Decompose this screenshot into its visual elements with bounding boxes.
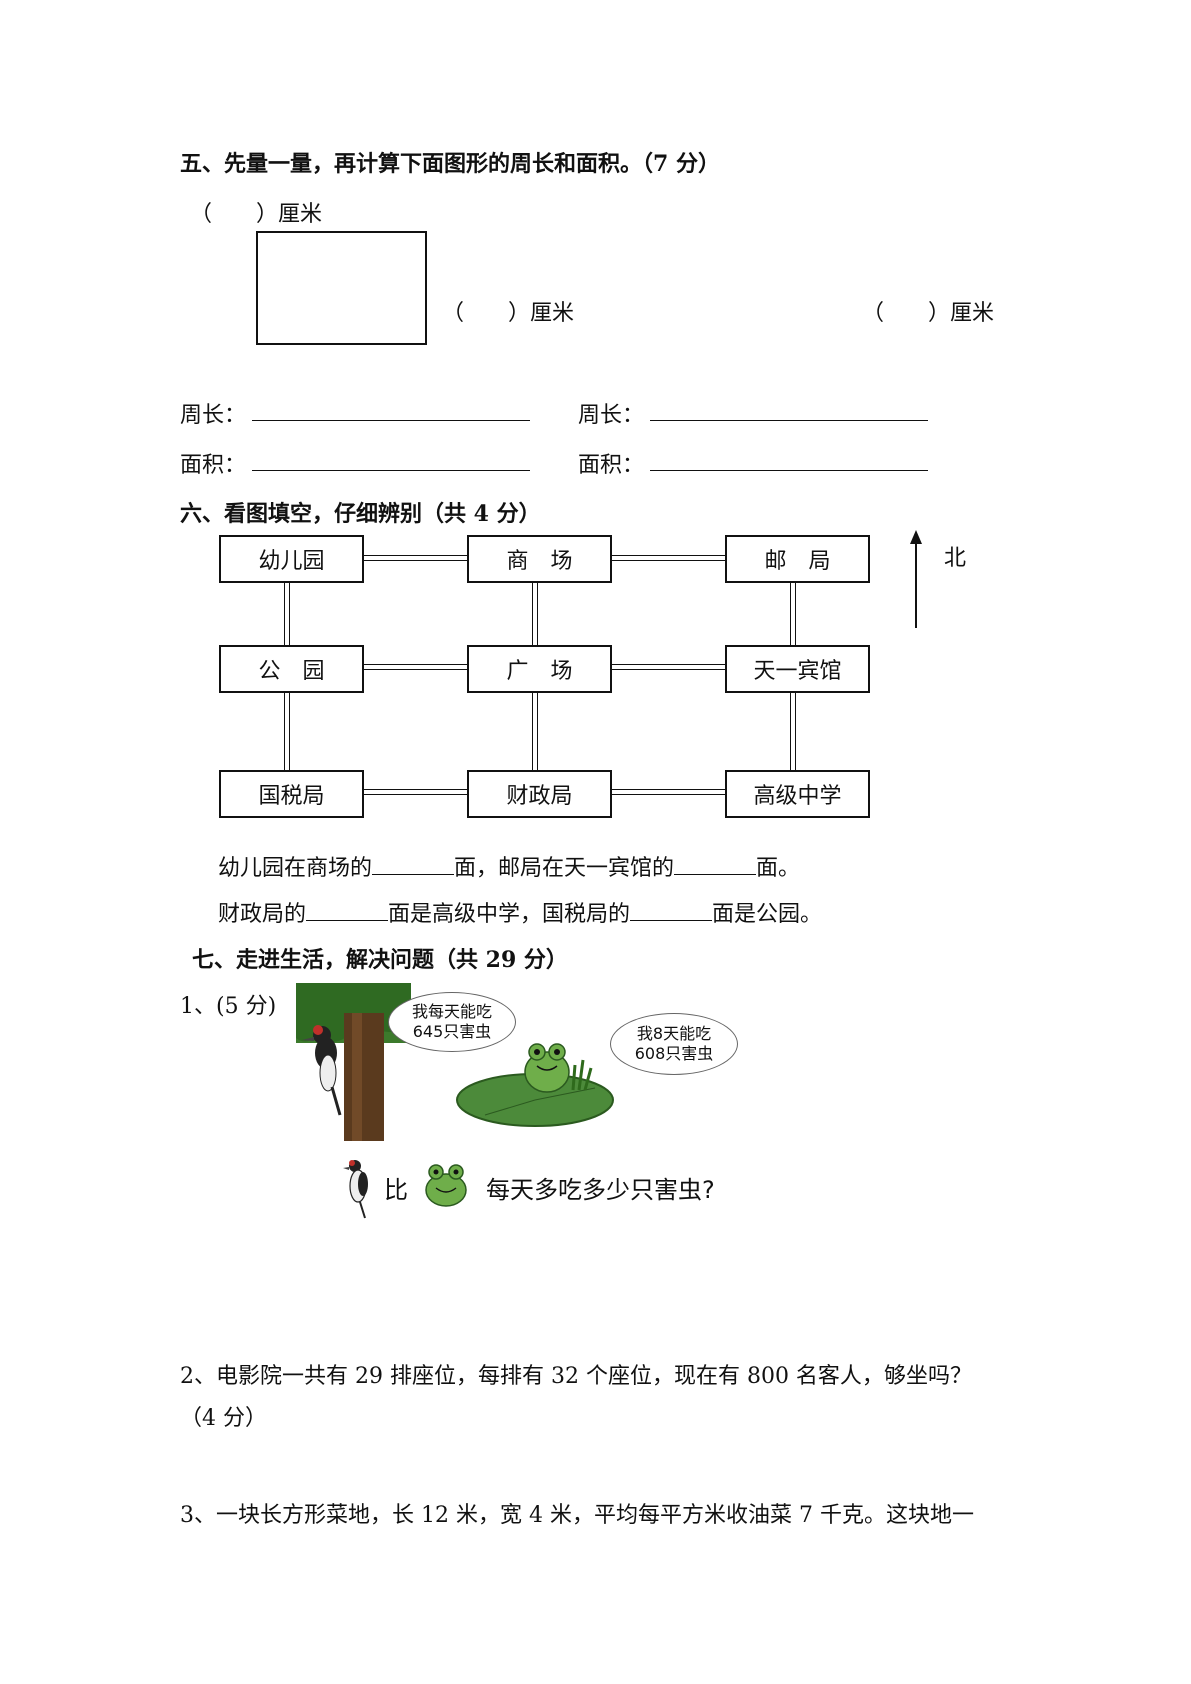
north-label: 北	[944, 546, 967, 571]
perimeter-label-2: 周长：	[578, 403, 645, 428]
place-box-square: 广 场	[467, 645, 612, 693]
road-connector	[611, 555, 725, 561]
problem1-label: 1、(5 分)	[180, 994, 277, 1019]
place-box-hotel: 天一宾馆	[725, 645, 870, 693]
tree-woodpecker-illustration	[296, 983, 411, 1141]
place-box-finance-bureau: 财政局	[467, 770, 612, 818]
side-length-label-2: （ ）厘米	[862, 301, 995, 326]
answer-blank[interactable]	[630, 919, 713, 921]
perimeter-answer-line-1[interactable]	[252, 420, 530, 421]
north-arrow-icon	[910, 530, 922, 628]
bubble-text: 我每天能吃	[411, 1002, 492, 1021]
section6-title: 六、看图填空，仔细辨别（共 4 分）	[180, 501, 541, 527]
road-connector	[532, 583, 538, 646]
question-text: 面，邮局在天一宾馆的	[454, 856, 675, 881]
section5-title: 五、先量一量，再计算下面图形的周长和面积。（7 分）	[180, 151, 720, 177]
question-line-1: 幼儿园在商场的 面，邮局在天一宾馆的 面。	[218, 850, 800, 882]
frog-icon	[425, 1164, 467, 1207]
section7-title: 七、走进生活，解决问题（共 29 分）	[192, 947, 568, 973]
top-length-label: （ ）厘米	[190, 202, 323, 227]
road-connector	[611, 664, 725, 670]
problem3-text: 3、一块长方形菜地，长 12 米，宽 4 米，平均每平方米收油菜 7 千克。这块…	[180, 1503, 974, 1528]
comparison-question: 每天多吃多少只害虫?	[486, 1176, 715, 1204]
road-connector	[284, 583, 290, 646]
road-connector	[363, 555, 467, 561]
question-text: 财政局的	[218, 902, 307, 927]
side-length-label-1: （ ）厘米	[442, 301, 575, 326]
area-answer-line-1[interactable]	[252, 470, 530, 471]
road-connector	[284, 692, 290, 771]
area-answer-line-2[interactable]	[650, 470, 928, 471]
road-connector	[363, 664, 467, 670]
woodpecker-icon	[343, 1160, 368, 1219]
road-connector	[790, 583, 796, 646]
answer-blank[interactable]	[674, 873, 757, 875]
question-line-2: 财政局的 面是高级中学，国税局的 面是公园。	[218, 896, 822, 928]
road-connector	[363, 789, 467, 795]
question-text: 面。	[756, 856, 801, 881]
answer-blank[interactable]	[372, 873, 455, 875]
bubble-text: 608只害虫	[634, 1044, 714, 1063]
frog-lilypad-illustration	[456, 1043, 614, 1127]
question-text: 面是公园。	[712, 902, 823, 927]
place-box-mall: 商 场	[467, 535, 612, 583]
road-connector	[532, 692, 538, 771]
question-text: 幼儿园在商场的	[218, 856, 373, 881]
area-label-2: 面积：	[578, 453, 645, 478]
question-text: 面是高级中学，国税局的	[388, 902, 631, 927]
road-connector	[790, 692, 796, 771]
place-box-park: 公 园	[219, 645, 364, 693]
bubble-text: 我8天能吃	[636, 1024, 712, 1043]
compare-word: 比	[384, 1176, 408, 1204]
place-box-high-school: 高级中学	[725, 770, 870, 818]
place-box-post-office: 邮 局	[725, 535, 870, 583]
bubble-text: 645只害虫	[412, 1022, 492, 1041]
perimeter-label-1: 周长：	[180, 403, 247, 428]
area-label-1: 面积：	[180, 453, 247, 478]
problem2-score: （4 分）	[180, 1406, 267, 1431]
measure-rectangle	[256, 231, 427, 345]
place-box-tax-bureau: 国税局	[219, 770, 364, 818]
answer-blank[interactable]	[306, 919, 389, 921]
problem2-text: 2、电影院一共有 29 排座位，每排有 32 个座位，现在有 800 名客人，够…	[180, 1364, 972, 1389]
place-box-kindergarten: 幼儿园	[219, 535, 364, 583]
perimeter-answer-line-2[interactable]	[650, 420, 928, 421]
road-connector	[611, 789, 725, 795]
